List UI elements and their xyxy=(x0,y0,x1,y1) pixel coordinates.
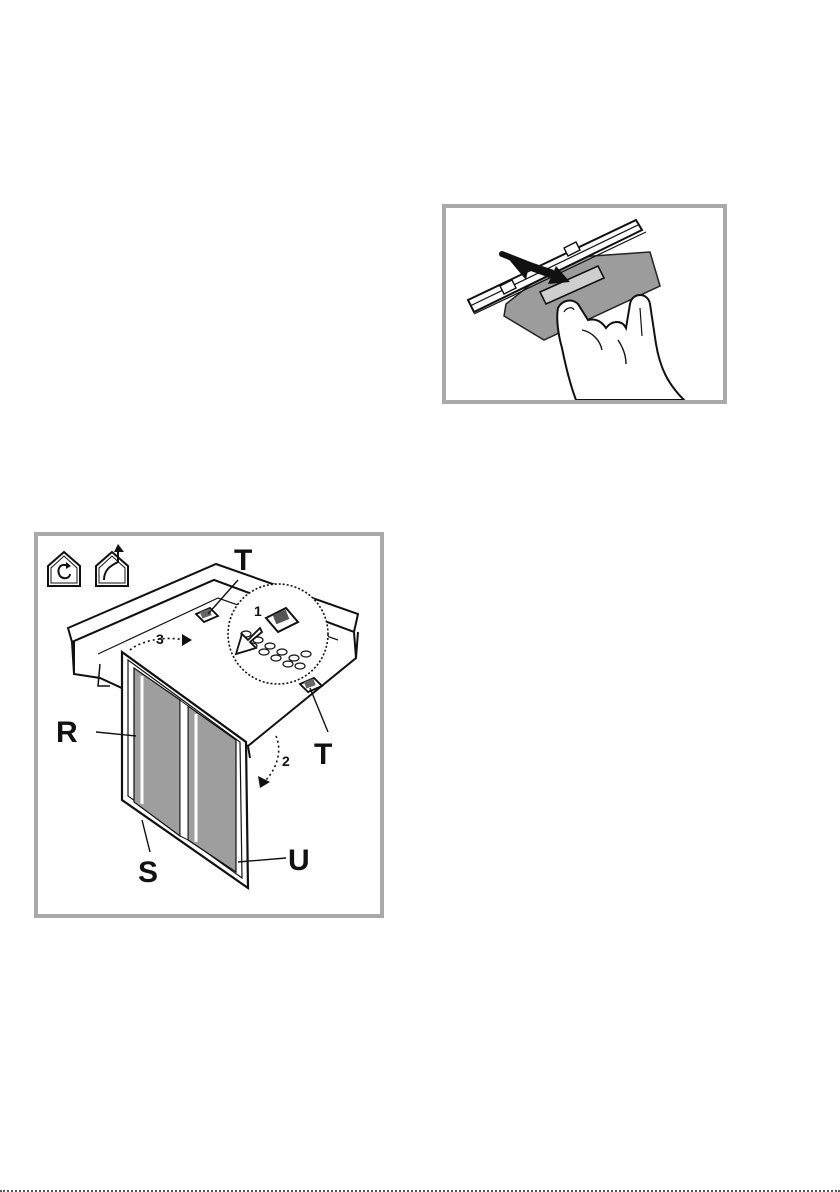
callout-t-right: T xyxy=(314,738,332,771)
pointing-hand-icon xyxy=(557,295,684,400)
slider-illustration xyxy=(442,204,727,404)
step-number-3: 3 xyxy=(156,631,164,647)
callout-s: S xyxy=(138,856,158,889)
recirculation-mode-icon xyxy=(48,552,80,586)
slider-drawing xyxy=(446,208,723,400)
clip-detail-magnifier xyxy=(228,584,328,684)
filter-illustration: T T R S U 1 2 3 xyxy=(34,532,384,918)
callout-u: U xyxy=(288,844,310,877)
callout-r: R xyxy=(56,716,78,749)
filter-drawing: T T R S U 1 2 3 xyxy=(38,536,380,914)
callout-t-top: T xyxy=(234,544,252,577)
step-2-arrow xyxy=(264,736,279,782)
step-number-2: 2 xyxy=(282,753,290,769)
step-number-1: 1 xyxy=(254,603,262,619)
extraction-mode-icon xyxy=(96,544,128,586)
